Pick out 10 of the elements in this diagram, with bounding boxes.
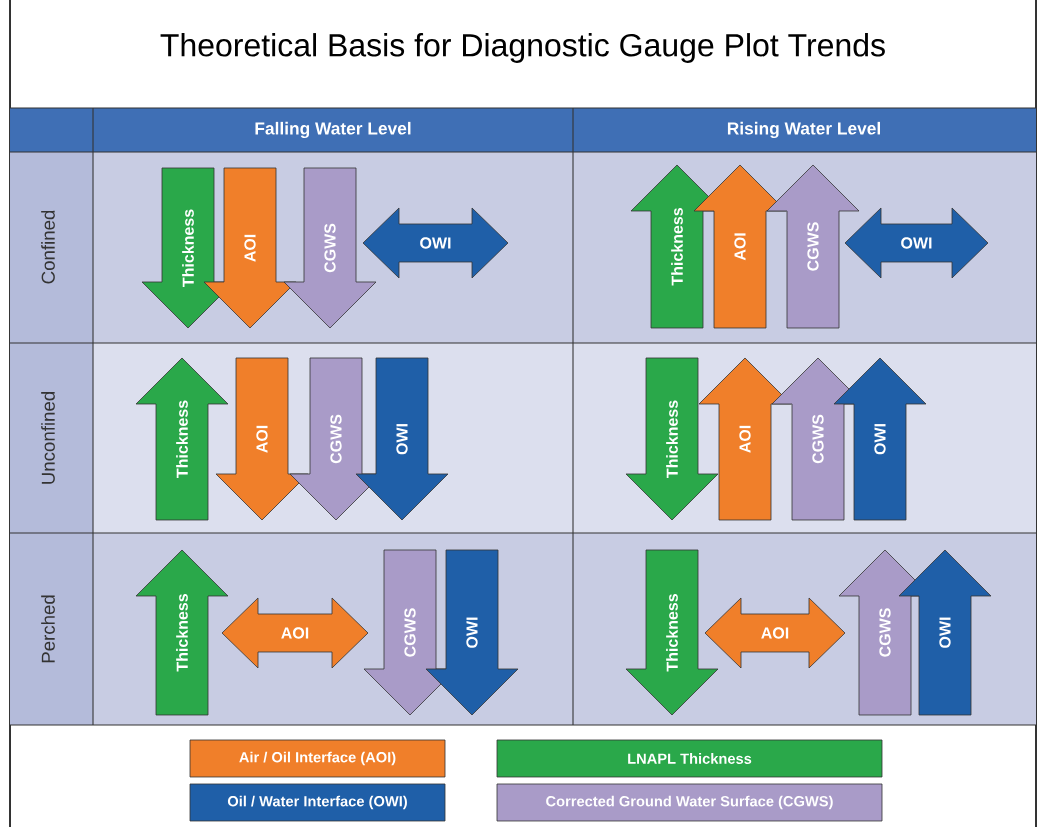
column-header: Rising Water Level (727, 121, 880, 139)
row-header: Unconfined (41, 392, 55, 484)
legend-item: Oil / Water Interface (OWI) (189, 783, 446, 822)
legend-item: Corrected Ground Water Surface (CGWS) (496, 783, 883, 822)
column-header: Falling Water Level (255, 121, 411, 139)
legend-item: Air / Oil Interface (AOI) (189, 739, 446, 778)
row-header: Perched (41, 595, 55, 663)
row-header: Confined (41, 210, 55, 284)
title: Theoretical Basis for Diagnostic Gauge Plot Trends (160, 33, 885, 63)
legend-item: LNAPL Thickness (496, 739, 883, 778)
